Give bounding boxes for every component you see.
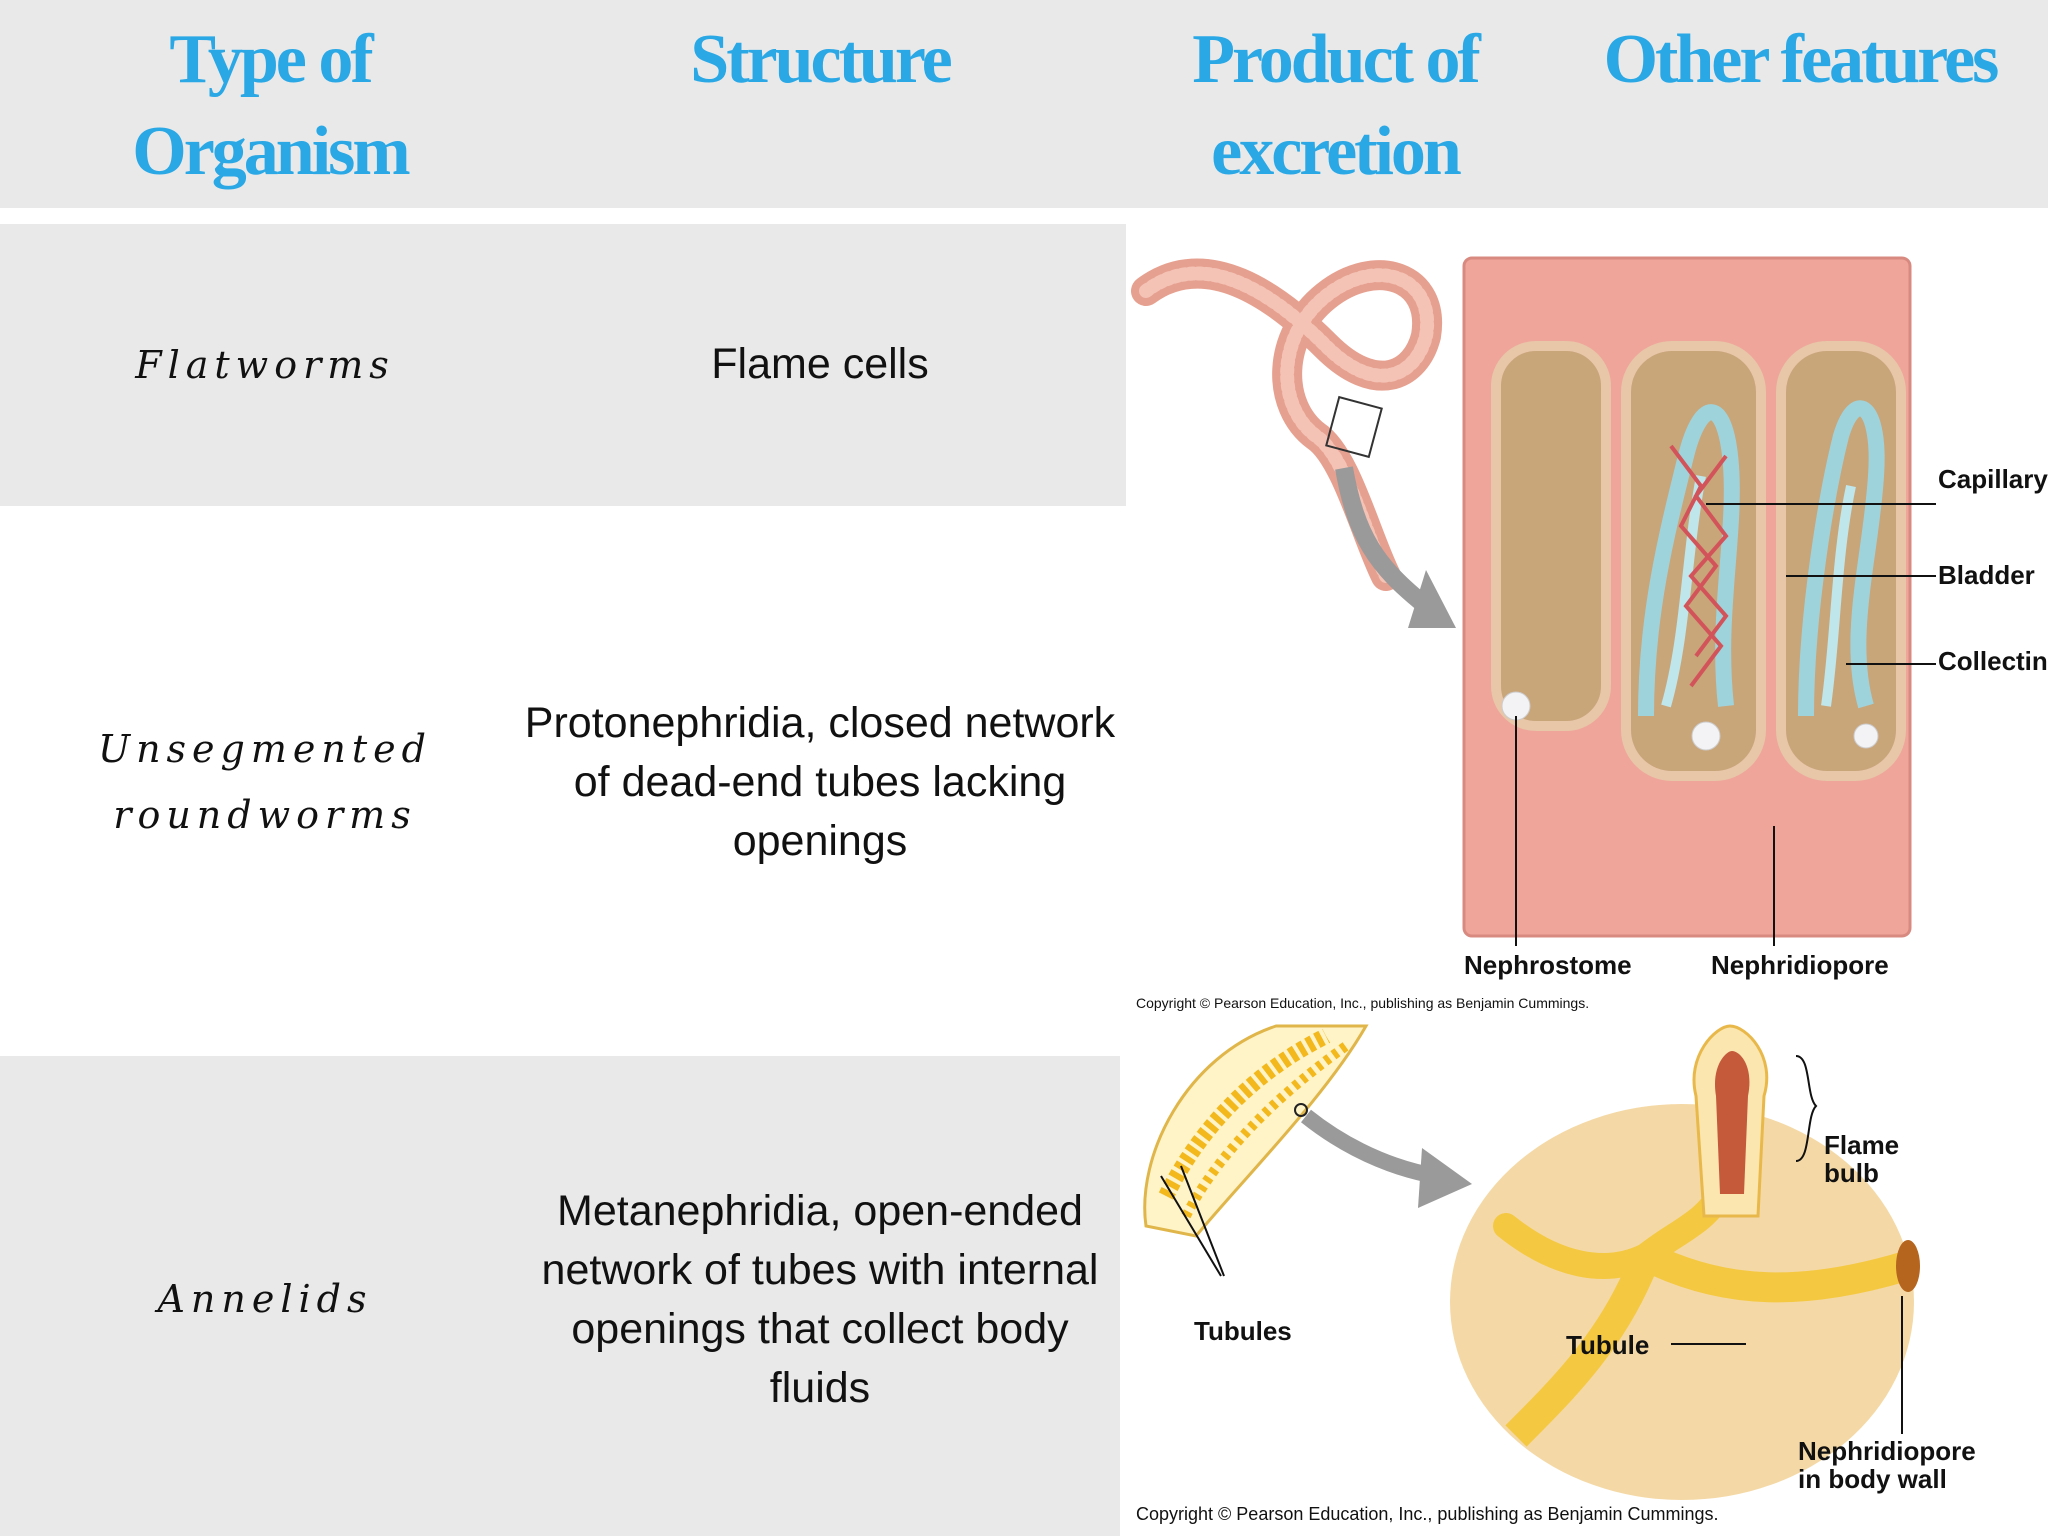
header-separator: [0, 208, 2048, 224]
copyright-top: Copyright © Pearson Education, Inc., pub…: [1136, 995, 1589, 1011]
label-tubules: Tubules: [1194, 1316, 1292, 1346]
label-collecting-tubule: Collecting tubule: [1938, 646, 2048, 676]
structure-annelids: Metanephridia, open-ended network of tub…: [541, 1187, 1099, 1412]
label-tubule: Tubule: [1566, 1330, 1649, 1360]
label-nephrostome: Nephrostome: [1464, 950, 1632, 980]
header-other-features: Other features: [1603, 21, 2000, 98]
table-row-annelids: Annelids Metanephridia, open-ended netwo…: [0, 1056, 1120, 1536]
earthworm-illustration: Capillary network Bladder Collecting tub…: [1131, 256, 2048, 1011]
label-nephridiopore-body-wall-line1: Nephridiopore: [1798, 1436, 1976, 1466]
organism-flatworms: Flatworms: [135, 343, 395, 387]
label-flame-bulb-line1: Flame: [1824, 1130, 1899, 1160]
structure-roundworms: Protonephridia, closed network of dead-e…: [524, 699, 1116, 865]
organism-roundworms: Unsegmented roundworms: [98, 727, 432, 837]
table-header: Type of Organism Structure Product of ex…: [0, 0, 2048, 208]
header-structure: Structure: [690, 21, 952, 98]
label-nephridiopore-body-wall-line2: in body wall: [1798, 1464, 1947, 1494]
table-row-flatworms: Flatworms Flame cells: [0, 224, 1126, 506]
table-row-roundworms: Unsegmented roundworms Protonephridia, c…: [0, 506, 1120, 1056]
label-nephridiopore: Nephridiopore: [1711, 950, 1889, 980]
copyright-bottom: Copyright © Pearson Education, Inc., pub…: [1136, 1504, 1719, 1524]
excretory-figure: Capillary network Bladder Collecting tub…: [1126, 236, 2048, 1536]
structure-flatworms: Flame cells: [711, 340, 929, 388]
label-capillary-network: Capillary network: [1938, 464, 2048, 494]
flame-bulb-illustration: Tubules Flame bulb Tubule Nephridiopore …: [1136, 1024, 1976, 1524]
header-product-of-excretion: Product of excretion: [1192, 21, 1481, 190]
label-flame-bulb-line2: bulb: [1824, 1158, 1879, 1188]
label-bladder: Bladder: [1938, 560, 2035, 590]
header-type-of-organism: Type of Organism: [132, 21, 410, 190]
organism-annelids: Annelids: [157, 1277, 373, 1321]
